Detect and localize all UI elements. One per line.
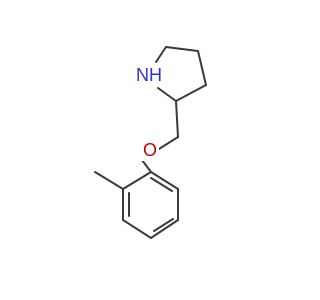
- bond-c5-n: [155, 46, 167, 63]
- oxygen-label: O: [143, 140, 157, 160]
- nitrogen-atom: NH: [134, 64, 164, 86]
- bond-c2-c3: [175, 84, 207, 102]
- aromatic-double-3: [150, 177, 173, 192]
- bonds: [94, 46, 207, 239]
- bond-ar3-ar4: [122, 219, 152, 239]
- bond-c3-c4: [197, 50, 207, 86]
- bond-ch2-o: [158, 136, 179, 150]
- bond-o-aryl: [141, 159, 152, 173]
- bond-ar6-ar1: [150, 171, 179, 190]
- bond-ar1-ar2: [122, 171, 152, 190]
- nitrogen-label: NH: [136, 65, 162, 85]
- bond-c2-ch2: [175, 100, 179, 138]
- oxygen-atom: O: [141, 139, 159, 161]
- bond-ar4-ar5: [150, 219, 179, 239]
- bond-c4-c5: [165, 46, 199, 52]
- molecule-diagram: NH O: [94, 46, 207, 239]
- oxygen-label-background: [141, 139, 159, 161]
- aromatic-double-2: [153, 218, 174, 232]
- nitrogen-label-background: [134, 64, 164, 86]
- bond-ar2-methyl: [94, 171, 124, 190]
- bond-n-c2: [157, 87, 177, 102]
